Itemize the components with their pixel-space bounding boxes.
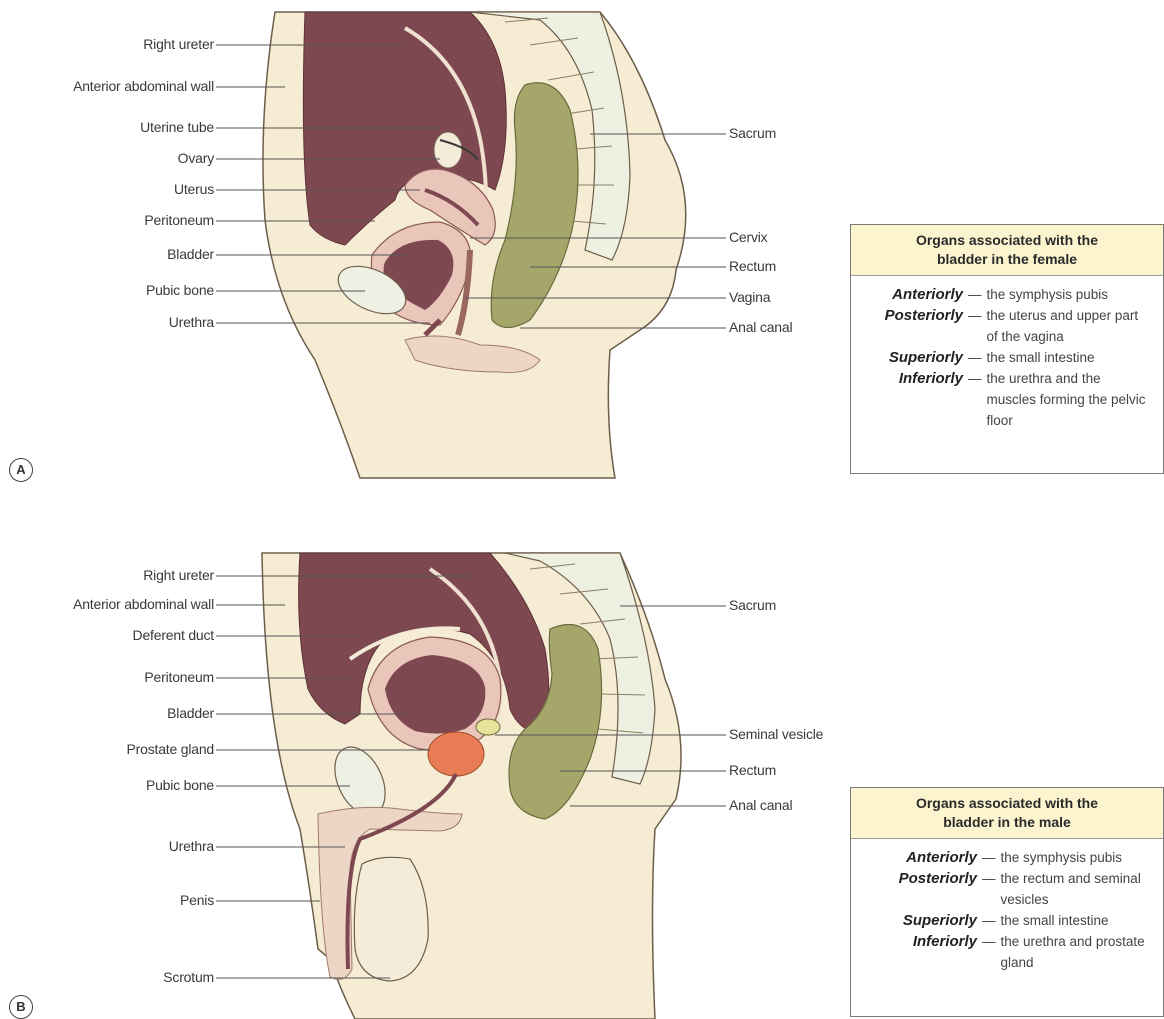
male-organs-box: Organs associated with the bladder in th… [850, 787, 1164, 1017]
direction-label: Superiorly [857, 910, 977, 931]
dash: — [977, 847, 1001, 868]
label-anal-canal: Anal canal [729, 797, 792, 813]
direction-label: Posteriorly [857, 868, 977, 910]
label-rectum: Rectum [729, 258, 776, 274]
direction-text: the small intestine [1001, 910, 1161, 931]
dash: — [977, 868, 1001, 910]
direction-text: the symphysis pubis [1001, 847, 1161, 868]
label-scrotum: Scrotum [163, 969, 214, 985]
direction-text: the urethra and the muscles forming the … [987, 368, 1147, 431]
label-anterior-abdominal-wall: Anterior abdominal wall [73, 78, 214, 94]
direction-label: Superiorly [851, 347, 963, 368]
panel-b-letter: B [9, 995, 33, 1019]
label-anterior-abdominal-wall: Anterior abdominal wall [73, 596, 214, 612]
dash: — [977, 910, 1001, 931]
label-prostate-gland: Prostate gland [127, 741, 214, 757]
label-sacrum: Sacrum [729, 125, 776, 141]
dash: — [963, 284, 987, 305]
male-prostate-gland [428, 732, 484, 776]
direction-label: Anteriorly [857, 847, 977, 868]
label-seminal-vesicle: Seminal vesicle [729, 726, 823, 742]
label-pubic-bone: Pubic bone [146, 777, 214, 793]
label-right-ureter: Right ureter [143, 36, 214, 52]
direction-text: the urethra and prostate gland [1001, 931, 1161, 973]
direction-text: the uterus and upper part of the vagina [987, 305, 1147, 347]
male-row-inferior: Inferiorly — the urethra and prostate gl… [857, 931, 1161, 973]
female-row-superior: Superiorly — the small intestine [851, 347, 1147, 368]
label-right-ureter: Right ureter [143, 567, 214, 583]
male-seminal-vesicle [476, 719, 500, 735]
label-uterine-tube: Uterine tube [140, 119, 214, 135]
label-peritoneum: Peritoneum [144, 669, 214, 685]
label-cervix: Cervix [729, 229, 767, 245]
direction-text: the symphysis pubis [987, 284, 1147, 305]
female-row-inferior: Inferiorly — the urethra and the muscles… [851, 368, 1147, 431]
male-row-posterior: Posteriorly — the rectum and seminal ves… [857, 868, 1161, 910]
dash: — [963, 368, 987, 431]
panel-b-male: Right ureter Anterior abdominal wall Def… [0, 509, 1164, 1019]
direction-label: Inferiorly [851, 368, 963, 431]
label-urethra: Urethra [169, 838, 214, 854]
label-pubic-bone: Pubic bone [146, 282, 214, 298]
female-ovary-shape [434, 132, 462, 168]
label-rectum: Rectum [729, 762, 776, 778]
label-uterus: Uterus [174, 181, 214, 197]
panel-a-female: Right ureter Anterior abdominal wall Ute… [0, 0, 1164, 509]
male-row-anterior: Anteriorly — the symphysis pubis [857, 847, 1161, 868]
panel-a-letter: A [9, 458, 33, 482]
female-row-posterior: Posteriorly — the uterus and upper part … [851, 305, 1147, 347]
label-bladder: Bladder [167, 705, 214, 721]
label-bladder: Bladder [167, 246, 214, 262]
direction-label: Posteriorly [851, 305, 963, 347]
direction-label: Inferiorly [857, 931, 977, 973]
direction-label: Anteriorly [851, 284, 963, 305]
male-row-superior: Superiorly — the small intestine [857, 910, 1161, 931]
label-vagina: Vagina [729, 289, 770, 305]
male-scrotum-shape [354, 857, 428, 981]
label-urethra: Urethra [169, 314, 214, 330]
label-anal-canal: Anal canal [729, 319, 792, 335]
label-penis: Penis [180, 892, 214, 908]
female-box-table: Anteriorly — the symphysis pubis Posteri… [851, 284, 1147, 431]
label-deferent-duct: Deferent duct [133, 627, 214, 643]
direction-text: the rectum and seminal vesicles [1001, 868, 1161, 910]
female-box-title: Organs associated with the bladder in th… [851, 225, 1163, 276]
direction-text: the small intestine [987, 347, 1147, 368]
male-box-title: Organs associated with the bladder in th… [851, 788, 1163, 839]
male-box-table: Anteriorly — the symphysis pubis Posteri… [857, 847, 1161, 973]
dash: — [977, 931, 1001, 973]
label-ovary: Ovary [178, 150, 214, 166]
female-organs-box: Organs associated with the bladder in th… [850, 224, 1164, 474]
label-peritoneum: Peritoneum [144, 212, 214, 228]
dash: — [963, 305, 987, 347]
female-row-anterior: Anteriorly — the symphysis pubis [851, 284, 1147, 305]
label-sacrum: Sacrum [729, 597, 776, 613]
dash: — [963, 347, 987, 368]
